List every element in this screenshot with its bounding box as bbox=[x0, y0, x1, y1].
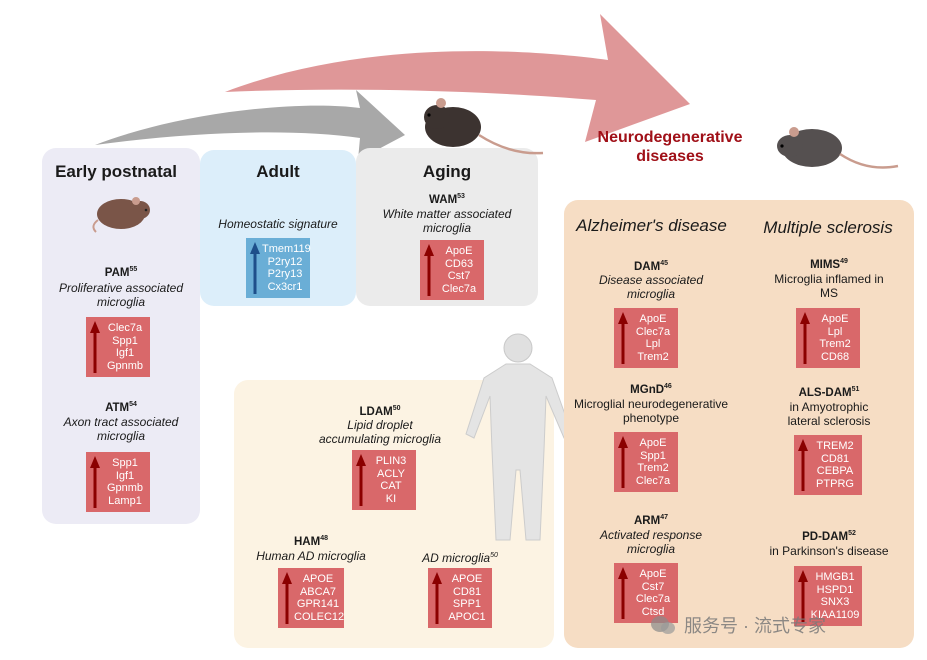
pup-mouse-icon bbox=[92, 197, 150, 233]
arm-description: Activated response microglia bbox=[599, 528, 703, 556]
ldam-description: Lipid droplet accumulating microglia bbox=[318, 418, 442, 446]
ad-microglia-name: AD microglia50 bbox=[422, 551, 498, 565]
mgnd-description: Microglial neurodegenerative phenotype bbox=[573, 397, 729, 425]
pd-dam-name: PD-DAM52 bbox=[802, 530, 856, 543]
watermark: 服务号 · 流式专家 bbox=[650, 612, 910, 638]
mims-description: Microglia inflamed in MS bbox=[774, 272, 884, 300]
ham-description: Human AD microglia bbox=[256, 549, 366, 563]
upregulated-arrow-icon bbox=[90, 321, 100, 373]
upregulated-arrow-icon bbox=[282, 572, 292, 624]
upregulated-arrow-icon bbox=[90, 456, 100, 508]
upregulated-arrow-icon bbox=[432, 572, 442, 624]
gray-progression-arrow bbox=[95, 90, 405, 160]
wam-description: White matter associated microglia bbox=[382, 207, 512, 235]
pam-description: Proliferative associated microglia bbox=[58, 281, 184, 309]
alzheimers-section-title: Alzheimer's disease bbox=[576, 216, 727, 235]
mgnd-name: MGnD46 bbox=[630, 383, 672, 396]
disease-mouse-icon bbox=[777, 127, 899, 169]
pam-name: PAM55 bbox=[104, 266, 138, 279]
als-dam-description: in Amyotrophic lateral sclerosis bbox=[787, 400, 871, 428]
atm-description: Axon tract associated microglia bbox=[63, 415, 179, 443]
ms-section-title: Multiple sclerosis bbox=[763, 218, 893, 237]
upregulated-arrow-icon bbox=[424, 244, 434, 296]
upregulated-arrow-icon bbox=[618, 436, 628, 488]
upregulated-arrow-icon bbox=[618, 312, 628, 364]
adult-description: Homeostatic signature bbox=[218, 217, 338, 231]
arm-name: ARM47 bbox=[634, 514, 668, 527]
adult-title: Adult bbox=[256, 162, 300, 181]
aging-mouse-icon bbox=[424, 98, 544, 155]
pd-dam-description: in Parkinson's disease bbox=[769, 544, 889, 558]
upregulated-arrow-icon bbox=[618, 567, 628, 619]
als-dam-name: ALS-DAM51 bbox=[798, 386, 860, 399]
dam-description: Disease associated microglia bbox=[598, 273, 704, 301]
upregulated-arrow-icon bbox=[800, 312, 810, 364]
disease-title: Neurodegenerative diseases bbox=[597, 129, 743, 165]
upregulated-arrow-icon bbox=[798, 439, 808, 491]
ldam-name: LDAM50 bbox=[359, 405, 401, 418]
human-figure-icon bbox=[465, 333, 573, 541]
early-postnatal-title: Early postnatal bbox=[55, 162, 177, 181]
upregulated-arrow-icon bbox=[356, 454, 366, 506]
atm-name: ATM54 bbox=[105, 401, 137, 414]
watermark-text: 服务号 · 流式专家 bbox=[684, 616, 826, 636]
wechat-icon bbox=[651, 616, 675, 634]
dam-name: DAM45 bbox=[634, 260, 668, 273]
wam-name: WAM53 bbox=[429, 193, 465, 206]
ham-name: HAM48 bbox=[294, 535, 328, 548]
red-progression-arrow bbox=[225, 14, 690, 142]
mims-name: MIMS49 bbox=[810, 258, 848, 271]
upregulated-arrow-icon bbox=[798, 570, 808, 622]
aging-title: Aging bbox=[422, 162, 472, 181]
homeostatic-arrow-icon bbox=[250, 242, 260, 294]
